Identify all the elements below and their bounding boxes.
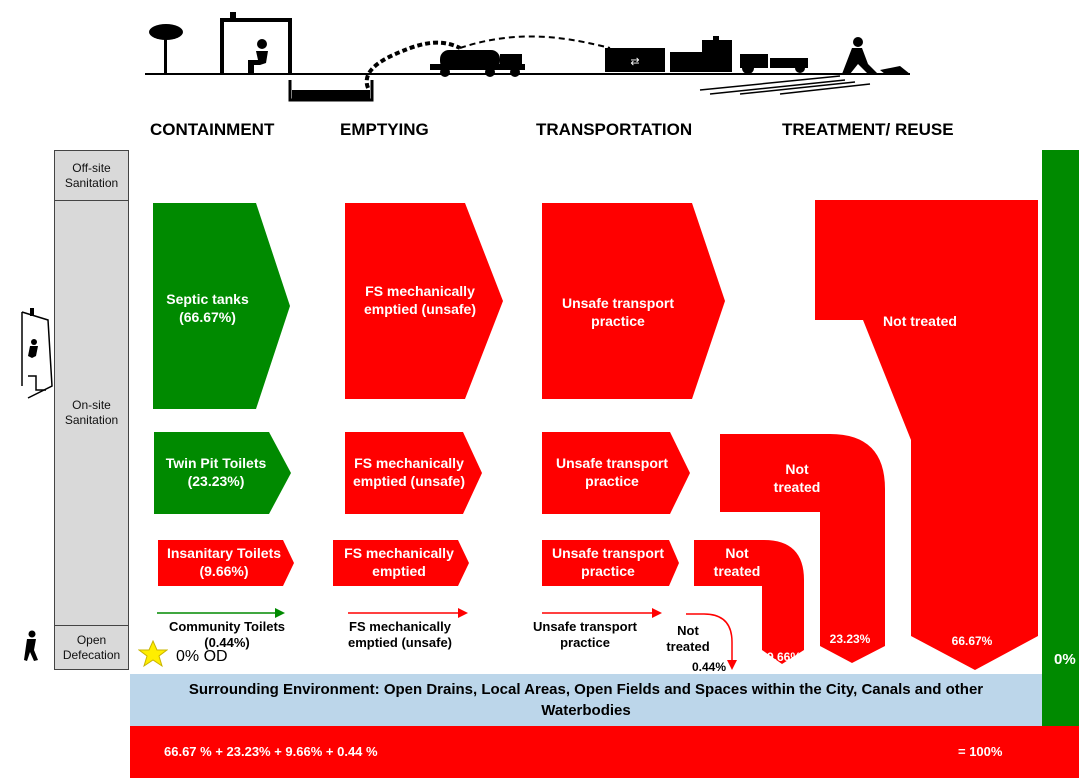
sum-formula: 66.67 % + 23.23% + 9.66% + 0.44 % [164,744,378,759]
septic-treatment-label: Not treated [883,313,957,329]
farmer-icon [842,37,910,74]
twin-transport-arrow [542,432,690,514]
twin-treatment-shape [720,434,885,663]
environment-text: Surrounding Environment: Open Drains, Lo… [188,681,984,719]
pit-icon [288,80,374,102]
insanitary-containment-label: Insanitary Toilets (9.66%) [166,545,282,579]
insanitary-percent: 9.66% [766,650,802,664]
septic-containment-arrow [153,203,290,409]
stage-treatment-reuse: TREATMENT/ REUSE [782,120,954,139]
twin-containment-arrow [154,432,291,514]
twin-treatment-label: Not treated [773,461,821,495]
septic-emptying-label: FS mechanically emptied (unsafe) [363,283,476,317]
stage-containment: CONTAINMENT [150,120,275,139]
insanitary-treatment-label: Not treated [713,545,761,579]
stage-emptying: EMPTYING [340,120,429,139]
sum-total: = 100% [958,744,1003,759]
septic-containment-label: Septic tanks (66.67%) [166,291,249,325]
open-defecation-person-icon [24,630,38,661]
insanitary-treatment-shape [694,540,804,664]
septic-percent: 66.67% [951,634,993,648]
right-green-bar [1042,150,1079,726]
community-treatment-arrow [686,613,737,670]
community-emptying-arrow [348,608,468,618]
septic-transport-arrow [542,203,725,399]
toilet-user-icon [21,308,53,399]
community-containment-arrow [157,608,285,618]
hose-icon [364,40,461,89]
twin-percent: 23.23% [829,632,871,646]
insanitary-emptying-arrow [333,540,469,586]
septic-treatment-shape [815,200,1038,670]
insanitary-transport-arrow [542,540,679,586]
community-transport-arrow [542,608,662,618]
twin-transport-label: Unsafe transport practice [555,455,669,489]
svg-text:⇄: ⇄ [630,55,639,68]
treatment-plant-icon: ⇄ [605,36,732,72]
community-transport-label: Unsafe transport practice [532,619,638,650]
environment-bar: Surrounding Environment: Open Drains, Lo… [130,674,1042,726]
community-percent: 0.44% [691,660,727,674]
insanitary-containment-arrow [158,540,294,586]
right-bar-percent: 0% [1054,651,1076,668]
star-icon [138,640,168,668]
side-onsite-sanitation: On-site Sanitation [54,200,129,626]
insanitary-emptying-label: FS mechanically emptied [344,545,454,579]
sanitation-chain-illustration: ⇄ [145,12,910,102]
twin-emptying-arrow [345,432,482,514]
toilet-house-icon [220,12,292,75]
insanitary-transport-label: Unsafe transport practice [551,545,665,579]
sum-bar: 66.67 % + 23.23% + 9.66% + 0.44 % = 100% [130,726,1079,778]
community-treatment-label: Not treated [666,623,710,654]
septic-transport-label: Unsafe transport practice [561,295,675,329]
side-offsite-label: Off-site Sanitation [64,160,119,190]
side-open-label: Open Defecation [62,632,121,662]
stage-transportation: TRANSPORTATION [536,120,693,139]
twin-emptying-label: FS mechanically emptied (unsafe) [352,455,465,489]
tree-icon [149,24,183,74]
community-containment-label: Community Toilets (0.44%) [168,619,286,650]
side-open-defecation: Open Defecation [54,625,129,670]
vacuum-truck-icon [430,50,525,77]
od-label: 0% OD [176,648,228,665]
tractor-icon [740,54,808,74]
community-emptying-label: FS mechanically emptied (unsafe) [347,619,452,650]
side-offsite-sanitation: Off-site Sanitation [54,150,129,201]
side-onsite-label: On-site Sanitation [64,398,119,427]
twin-containment-label: Twin Pit Toilets (23.23%) [165,455,267,489]
septic-emptying-arrow [345,203,503,399]
